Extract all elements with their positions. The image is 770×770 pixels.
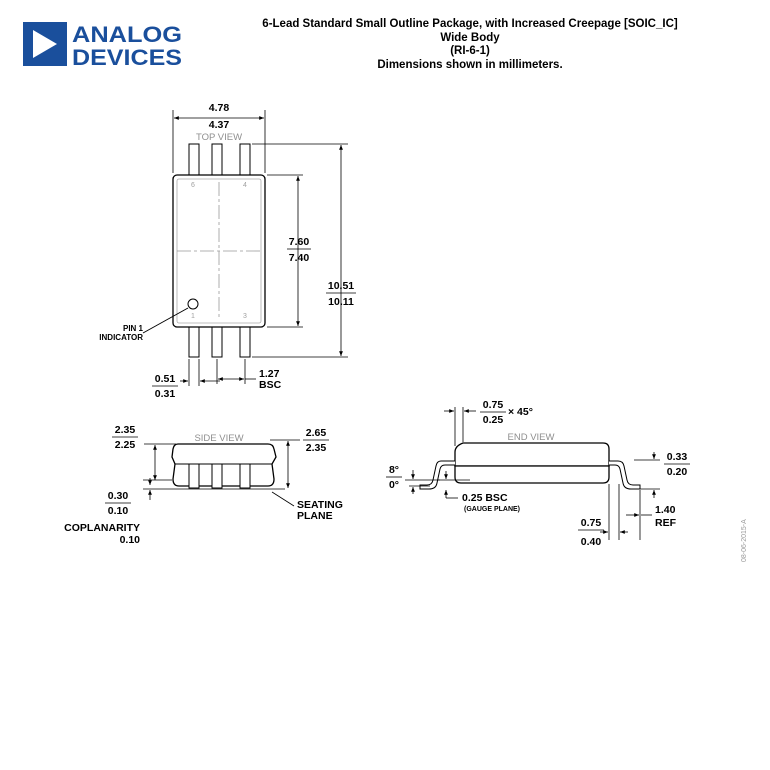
logo-triangle-icon: [33, 30, 57, 58]
end-view-label: END VIEW: [508, 432, 555, 443]
dim-lead-ref-value: 1.40: [655, 504, 676, 516]
coplanarity-value: 0.10: [120, 534, 141, 546]
seating-plane-label-line1: SEATING: [297, 499, 343, 511]
dim-lead-thickness-max: 0.33: [667, 451, 688, 463]
gauge-value: 0.25 BSC: [462, 492, 508, 504]
logo-text-analog: ANALOG: [72, 22, 182, 47]
end-view: [405, 407, 660, 540]
top-lead-1: [188, 325, 200, 358]
dim-lead-width-max: 0.51: [155, 373, 176, 385]
coplanarity-label: COPLANARITY: [64, 522, 140, 534]
package-body-type: Wide Body: [440, 31, 500, 44]
top-lead-5: [211, 143, 223, 177]
side-lead-3: [239, 463, 251, 489]
side-view-label: SIDE VIEW: [194, 433, 243, 444]
units-note: Dimensions shown in millimeters.: [377, 58, 563, 71]
top-lead-3: [239, 325, 251, 358]
pin-number-6: 6: [191, 182, 195, 189]
side-lead-2: [211, 463, 223, 489]
dim-foot-min: 0.40: [581, 536, 602, 548]
dim-width-min: 4.37: [209, 119, 230, 131]
dim-angle-min: 0°: [389, 479, 399, 491]
package-title: 6-Lead Standard Small Outline Package, w…: [262, 18, 678, 30]
dim-width-max: 4.78: [209, 102, 230, 114]
gauge-note: (GAUGE PLANE): [464, 506, 520, 513]
dim-side-right-max: 2.65: [306, 427, 327, 439]
pin1-label-line2: INDICATOR: [99, 333, 143, 342]
dim-side-right-min: 2.35: [306, 442, 327, 454]
side-lead-1: [188, 463, 200, 489]
dim-standoff-max: 0.30: [108, 490, 129, 502]
top-lead-2: [211, 325, 223, 358]
dim-side-left-max: 2.35: [115, 424, 136, 436]
dim-lead-thickness-min: 0.20: [667, 466, 688, 478]
pin-number-4: 4: [243, 182, 247, 189]
dim-lead-ref-suffix: REF: [655, 517, 677, 529]
dim-side-left-min: 2.25: [115, 439, 136, 451]
dim-overall-max: 10.51: [328, 280, 354, 292]
dim-lead-width-min: 0.31: [155, 388, 176, 400]
dim-chamfer-max: 0.75: [483, 399, 504, 411]
end-lead-left: [419, 460, 455, 490]
package-code: (RI-6-1): [450, 45, 490, 57]
end-body-lower: [454, 465, 610, 484]
end-body-upper: [454, 442, 610, 467]
top-view-label: TOP VIEW: [196, 132, 242, 143]
dim-angle-max: 8°: [389, 464, 399, 476]
pin-number-3: 3: [243, 313, 247, 320]
dim-foot-max: 0.75: [581, 517, 602, 529]
seating-leader: [271, 491, 295, 507]
logo-graphic: ANALOG DEVICES: [23, 22, 182, 70]
end-lead-right: [609, 460, 641, 490]
top-lead-6: [188, 143, 200, 177]
side-view: [143, 439, 300, 507]
top-view: [142, 110, 348, 386]
dim-pitch-suffix: BSC: [259, 379, 282, 391]
dim-chamfer-min: 0.25: [483, 414, 504, 426]
seating-plane-label-line2: PLANE: [297, 510, 333, 522]
dim-chamfer-suffix: × 45°: [508, 406, 533, 418]
pin1-label-line1: PIN 1: [123, 324, 144, 333]
top-lead-4: [239, 143, 251, 177]
dim-standoff-min: 0.10: [108, 505, 129, 517]
dim-pitch-value: 1.27: [259, 368, 280, 380]
side-body-outline: [171, 443, 277, 487]
dim-overall-min: 10.11: [328, 296, 354, 308]
dim-body-max: 7.60: [289, 236, 310, 248]
document-reference: 08-06-2015-A: [741, 519, 748, 562]
analog-devices-logo: ANALOG DEVICES: [23, 20, 183, 73]
pin1-indicator-circle: [187, 298, 199, 310]
dim-body-min: 7.40: [289, 252, 310, 264]
document-header: 6-Lead Standard Small Outline Package, w…: [240, 18, 700, 72]
pin1-leader: [142, 307, 189, 334]
pin-number-1: 1: [191, 313, 195, 320]
logo-text-devices: DEVICES: [72, 45, 182, 68]
